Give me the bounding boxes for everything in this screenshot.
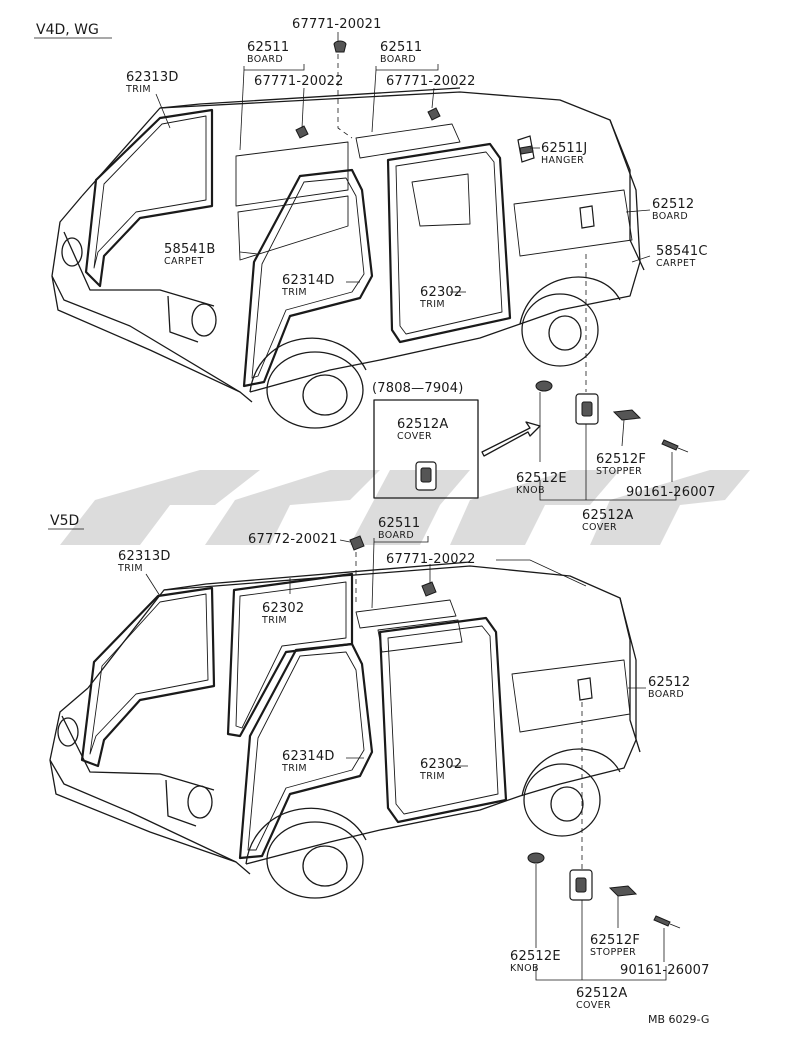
top-cover-no: 62512A — [582, 508, 633, 523]
van-bottom-illustration — [49, 561, 641, 899]
top-rear-board-no: 62512 — [652, 197, 694, 212]
top-knob-no: 62512E — [516, 471, 567, 486]
top-cover-name: COVER — [582, 522, 617, 533]
section-label-top: V4D, WG — [36, 22, 99, 38]
top-clip-right-icon — [427, 107, 441, 121]
bottom-knob-no: 62512E — [510, 949, 561, 964]
top-cover-icon — [575, 393, 599, 425]
bottom-cover-icon — [569, 869, 593, 901]
section-label-bottom: V5D — [50, 513, 79, 529]
bottom-windshield-trim-name: TRIM — [117, 563, 143, 574]
bottom-clip-left-label: 67772-20021 — [248, 532, 338, 547]
top-board-right-no: 62511 — [380, 40, 422, 55]
bottom-cover-name: COVER — [576, 1000, 611, 1011]
top-carpet-left-name: CARPET — [164, 256, 204, 267]
top-screw-no: 90161-26007 — [626, 485, 716, 500]
bottom-leaders — [145, 536, 667, 981]
top-carpet-right-no: 58541C — [656, 244, 708, 259]
bottom-windshield-trim — [80, 586, 216, 768]
top-inset-cover-icon — [415, 461, 437, 491]
top-hanger-icon — [517, 135, 535, 163]
top-slide-door-trim-no: 62302 — [420, 285, 462, 300]
top-knob-name: KNOB — [516, 485, 545, 496]
top-period-label: (7808—7904) — [372, 381, 464, 396]
top-stopper-no: 62512F — [596, 452, 646, 467]
bottom-board-no: 62511 — [378, 516, 420, 531]
top-knob-icon — [535, 380, 553, 392]
top-clip-icon — [333, 40, 347, 53]
top-slide-door-trim-name: TRIM — [419, 299, 445, 310]
top-board-left-no: 62511 — [247, 40, 289, 55]
top-front-door-trim — [242, 168, 374, 388]
top-inset-cover-no: 62512A — [397, 417, 448, 432]
top-rear-board-name: BOARD — [652, 211, 688, 222]
bottom-clip-left-icon — [349, 535, 365, 551]
watermark-logo — [60, 470, 750, 545]
top-carpet-left-no: 58541B — [164, 242, 215, 257]
top-carpet-right-name: CARPET — [656, 258, 696, 269]
bottom-rear-board-no: 62512 — [648, 675, 690, 690]
top-hanger-name: HANGER — [541, 155, 584, 166]
top-stopper-icon — [612, 409, 642, 421]
top-hanger-no: 62511J — [541, 141, 587, 156]
top-windshield-trim-name: TRIM — [125, 84, 151, 95]
bottom-front-door-trim-name: TRIM — [281, 763, 307, 774]
top-clip-top-label: 67771-20021 — [292, 17, 382, 32]
inset-arrow — [481, 421, 541, 457]
bottom-board-name: BOARD — [378, 530, 414, 541]
top-screw-icon — [661, 439, 689, 453]
top-front-door-trim-no: 62314D — [282, 273, 335, 288]
top-leaders — [155, 32, 677, 501]
bottom-stopper-no: 62512F — [590, 933, 640, 948]
bottom-upper-trim-no: 62302 — [262, 601, 304, 616]
top-inset-box — [373, 399, 479, 499]
bottom-cover-no: 62512A — [576, 986, 627, 1001]
bottom-screw-icon — [653, 915, 681, 929]
bottom-upper-trim-name: TRIM — [261, 615, 287, 626]
bottom-front-door-trim — [238, 642, 374, 860]
bottom-rear-board-name: BOARD — [648, 689, 684, 700]
bottom-clip-right-label: 67771-20022 — [386, 552, 476, 567]
top-slide-door-trim — [386, 142, 512, 344]
top-windshield-trim-no: 62313D — [126, 70, 179, 85]
bottom-screw-no: 90161-26007 — [620, 963, 710, 978]
bottom-stopper-name: STOPPER — [590, 947, 636, 958]
bottom-roof-board — [355, 599, 631, 733]
footer-code: MB 6029-G — [648, 1013, 709, 1026]
top-inset-cover-name: COVER — [397, 431, 432, 442]
top-clip-left-icon — [295, 125, 309, 139]
top-board-right-name: BOARD — [380, 54, 416, 65]
top-clip-right-label: 67771-20022 — [386, 74, 476, 89]
bottom-stopper-icon — [608, 885, 638, 897]
top-stopper-name: STOPPER — [596, 466, 642, 477]
top-roof-boards — [235, 123, 633, 261]
bottom-clip-right-icon — [421, 581, 437, 597]
bottom-slide-door-trim-name: TRIM — [419, 771, 445, 782]
top-windshield-trim — [84, 108, 214, 288]
bottom-knob-name: KNOB — [510, 963, 539, 974]
top-front-door-trim-name: TRIM — [281, 287, 307, 298]
bottom-knob-icon — [527, 852, 545, 864]
bottom-slide-door-trim — [377, 616, 508, 824]
top-clip-left-label: 67771-20022 — [254, 74, 344, 89]
bottom-upper-trim — [226, 572, 354, 738]
top-board-left-name: BOARD — [247, 54, 283, 65]
bottom-slide-door-trim-no: 62302 — [420, 757, 462, 772]
bottom-windshield-trim-no: 62313D — [118, 549, 171, 564]
van-top-illustration — [51, 87, 645, 429]
bottom-front-door-trim-no: 62314D — [282, 749, 335, 764]
